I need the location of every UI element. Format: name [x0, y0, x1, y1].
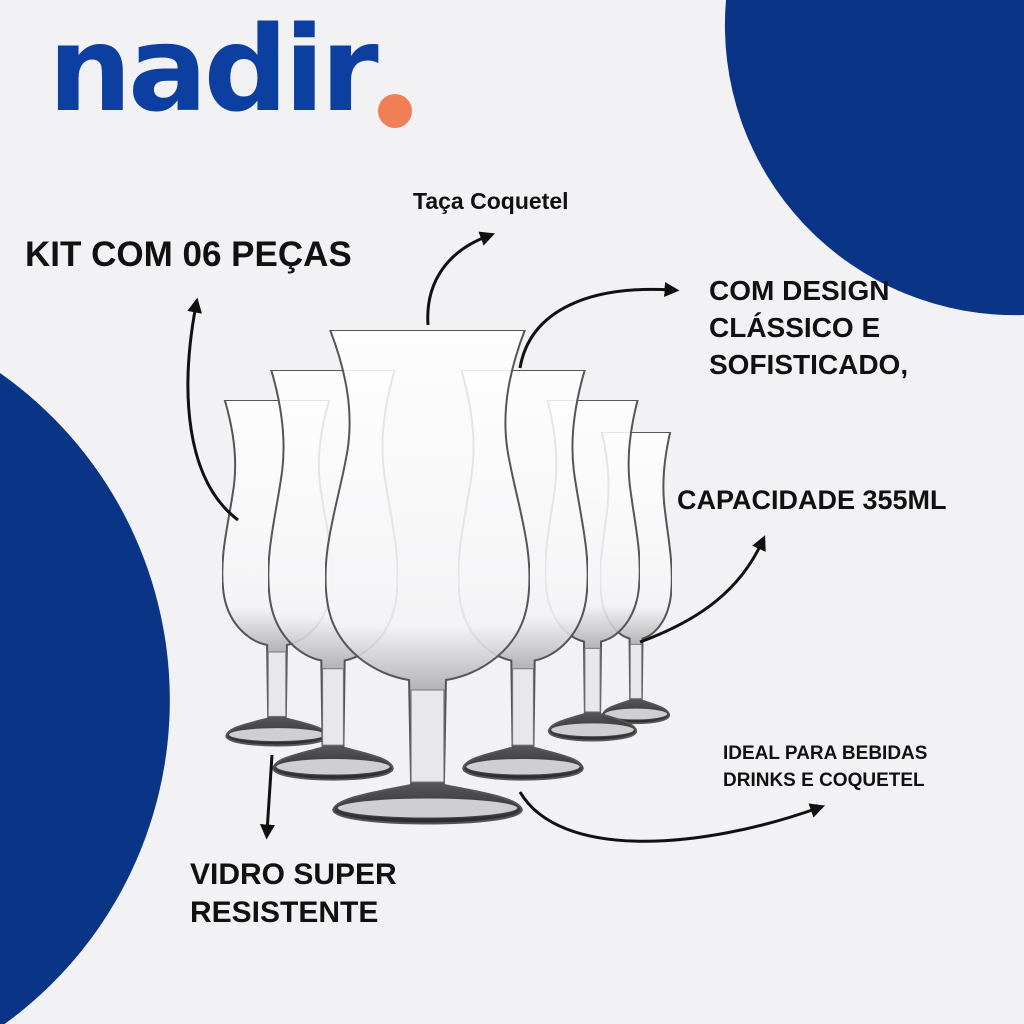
design-label: COM DESIGN CLÁSSICO E SOFISTICADO, — [709, 272, 908, 383]
brand-logo: nadir — [48, 10, 379, 128]
design-line-2: CLÁSSICO E — [709, 312, 881, 343]
ideal-line-1: IDEAL PARA BEBIDAS — [723, 743, 928, 764]
ideal-line-2: DRINKS E COQUETEL — [723, 770, 925, 791]
glasses-product-image — [222, 330, 672, 825]
design-line-1: COM DESIGN — [709, 275, 890, 306]
decorative-circle-top-right — [724, 0, 1024, 316]
product-name: Taça Coquetel — [413, 188, 569, 214]
decorative-circle-left — [0, 373, 170, 1024]
arrow-taca — [426, 231, 496, 326]
arrow-kit — [186, 297, 239, 522]
glass-3 — [325, 330, 530, 825]
ideal-label: IDEAL PARA BEBIDAS DRINKS E COQUETEL — [723, 740, 927, 794]
glass-line-2: RESISTENTE — [190, 896, 379, 929]
capacity-label: CAPACIDADE 355ML — [677, 485, 947, 515]
kit-label: KIT COM 06 PEÇAS — [25, 235, 352, 274]
design-line-3: SOFISTICADO, — [709, 349, 909, 380]
logo-text: nadir — [48, 0, 379, 138]
arrow-glass — [260, 754, 275, 840]
arrow-ideal — [518, 791, 826, 843]
arrow-design — [518, 282, 680, 369]
glass-label: VIDRO SUPER RESISTENTE — [190, 856, 397, 932]
logo-dot — [378, 94, 412, 128]
arrow-capacity — [639, 535, 766, 644]
glass-line-1: VIDRO SUPER — [190, 858, 397, 891]
